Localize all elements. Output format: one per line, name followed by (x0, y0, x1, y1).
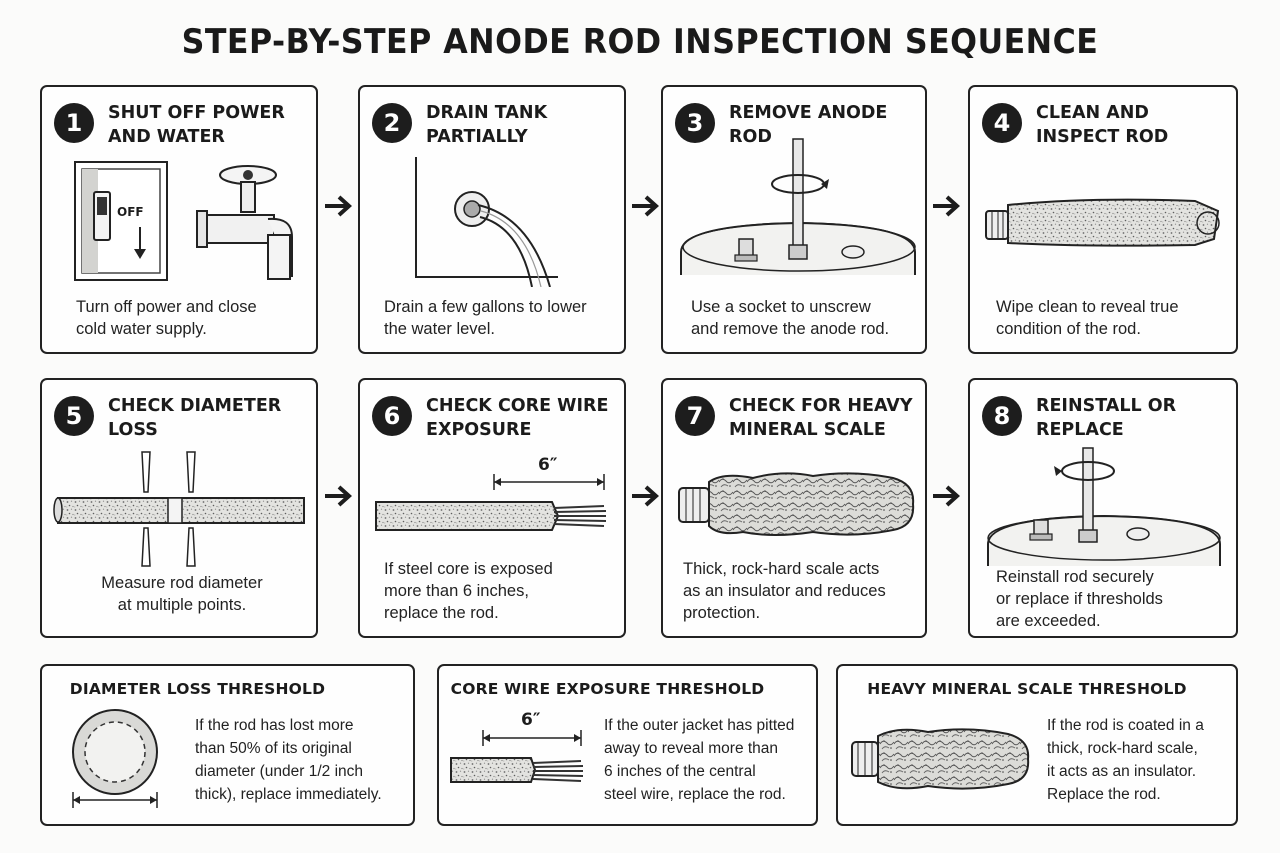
step-description: Thick, rock-hard scale acts as an insula… (683, 560, 886, 622)
step-description: Turn off power and close cold water supp… (76, 298, 257, 338)
threshold-card-mineral-scale: HEAVY MINERAL SCALE THRESHOLD If the rod… (836, 664, 1238, 826)
rotate-icon (1054, 461, 1115, 481)
drain-valve-illustration (415, 157, 558, 287)
arrow-right-icon (933, 485, 960, 507)
core-wire-threshold-illustration (450, 730, 584, 783)
step-title: CHECK DIAMETER LOSS (108, 396, 282, 440)
switch-off-label: OFF (117, 205, 144, 219)
arrow-right-icon (325, 485, 352, 507)
step-card-8: 8 REINSTALL OR REPLACE Reinstall rod sec… (968, 378, 1238, 638)
step-title: REMOVE ANODE ROD (729, 103, 888, 147)
diameter-rod-illustration (53, 451, 305, 567)
step-card-7: 7 CHECK FOR HEAVY MINERAL SCALE Thick, r… (661, 378, 927, 638)
step-number-badge: 8 (982, 396, 1022, 436)
step-description: Drain a few gallons to lower the water l… (384, 298, 587, 338)
step-description: Use a socket to unscrew and remove the a… (691, 298, 890, 338)
step-title: SHUT OFF POWER AND WATER (108, 103, 285, 147)
threshold-description: If the rod has lost more than 50% of its… (195, 717, 382, 803)
valve-icon (196, 165, 293, 280)
step-number-badge: 5 (54, 396, 94, 436)
step-card-6: 6 CHECK CORE WIRE EXPOSURE 6″ If steel c… (358, 378, 626, 638)
tank-top-illustration (680, 138, 916, 275)
threshold-card-core-wire: CORE WIRE EXPOSURE THRESHOLD 6″ If the o… (437, 664, 818, 826)
step-number-badge: 6 (372, 396, 412, 436)
threshold-description: If the rod is coated in a thick, rock-ha… (1047, 717, 1204, 803)
threshold-card-diameter: DIAMETER LOSS THRESHOLD If the rod has l… (40, 664, 415, 826)
step-card-2: 2 DRAIN TANK PARTIALLY Drain a few gallo… (358, 85, 626, 354)
arrow-right-icon (933, 195, 960, 217)
clean-rod-illustration (985, 198, 1220, 247)
step-description: Wipe clean to reveal true condition of t… (996, 298, 1179, 338)
arrow-right-icon (632, 485, 659, 507)
step-title: CLEAN AND INSPECT ROD (1036, 103, 1169, 147)
step-description: If steel core is exposed more than 6 inc… (384, 560, 553, 622)
reinstall-tank-illustration (987, 447, 1221, 566)
step-title: REINSTALL OR REPLACE (1036, 396, 1177, 440)
step-description: Measure rod diameter at multiple points. (101, 574, 263, 614)
step-number-badge: 2 (372, 103, 412, 143)
scaled-rod-illustration (678, 472, 915, 536)
step-description: Reinstall rod securely or replace if thr… (996, 568, 1163, 630)
step-title: DRAIN TANK PARTIALLY (426, 103, 548, 147)
arrow-right-icon (325, 195, 352, 217)
step-number-badge: 7 (675, 396, 715, 436)
threshold-title: CORE WIRE EXPOSURE THRESHOLD (450, 680, 765, 698)
step-card-3: 3 REMOVE ANODE ROD Use a socket to unscr… (661, 85, 927, 354)
step-number-badge: 1 (54, 103, 94, 143)
step-number-badge: 4 (982, 103, 1022, 143)
step-title: CHECK FOR HEAVY MINERAL SCALE (729, 396, 913, 440)
step-card-1: 1 SHUT OFF POWER AND WATER Turn off powe… (40, 85, 318, 354)
step-number-badge: 3 (675, 103, 715, 143)
measure-label: 6″ (521, 710, 541, 730)
threshold-title: DIAMETER LOSS THRESHOLD (69, 680, 326, 698)
step-title: CHECK CORE WIRE EXPOSURE (426, 396, 609, 440)
mineral-scale-threshold-illustration (851, 728, 1030, 790)
rotate-icon (771, 174, 829, 194)
page-title: STEP-BY-STEP ANODE ROD INSPECTION SEQUEN… (181, 22, 1099, 62)
diameter-circle-illustration (72, 709, 158, 808)
power-switch-icon (74, 161, 293, 281)
step-card-5: 5 CHECK DIAMETER LOSS Measure rod diamet… (40, 378, 318, 638)
step-card-4: 4 CLEAN AND INSPECT ROD Wipe clean to re… (968, 85, 1238, 354)
threshold-title: HEAVY MINERAL SCALE THRESHOLD (867, 680, 1187, 698)
threshold-description: If the outer jacket has pitted away to r… (604, 717, 795, 803)
core-wire-rod-illustration (375, 474, 607, 531)
measure-label: 6″ (538, 455, 558, 475)
arrow-right-icon (632, 195, 659, 217)
